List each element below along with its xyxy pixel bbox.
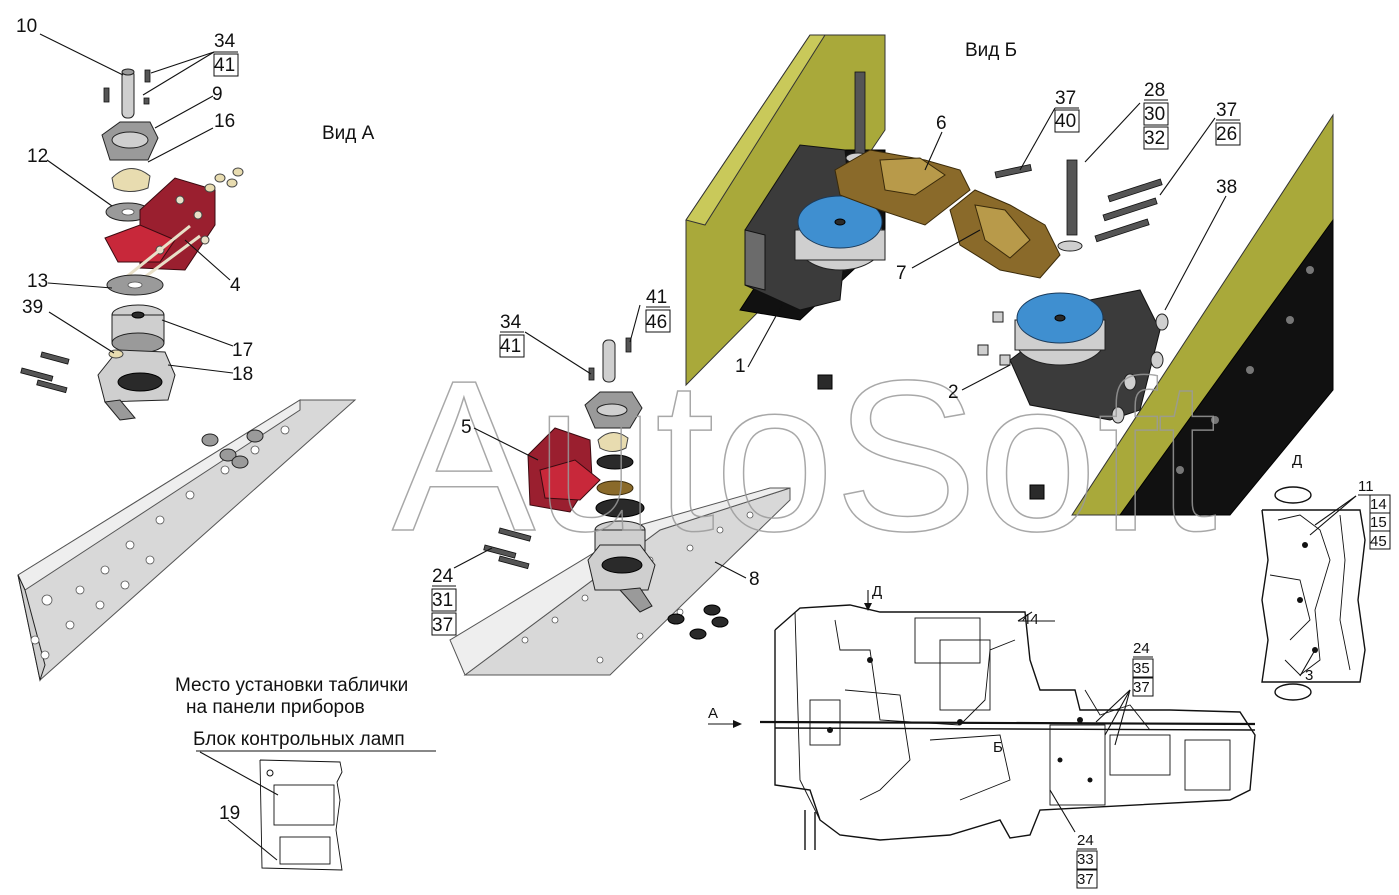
view-a-title: Вид А [322,123,375,144]
indicator-panel [259,759,343,871]
callout-frames [213,51,1391,889]
callout-24-b: 24 [1133,640,1150,657]
callout-31: 31 [432,590,453,611]
labels: Вид А Вид Б Д А Д Б 10 34 41 9 16 12 4 1… [16,16,1387,888]
callout-24-a: 24 [432,566,454,587]
callout-19: 19 [219,803,240,824]
watermark-text: AutoSoft [392,335,1217,576]
center-assembly [449,337,791,676]
callout-28: 28 [1144,80,1165,101]
callout-14: 14 [1370,496,1387,513]
callout-38: 38 [1216,177,1237,198]
callout-17: 17 [232,340,253,361]
callout-45: 45 [1370,533,1387,550]
callout-8: 8 [749,569,760,590]
callout-41-a: 41 [214,55,235,76]
callout-37-d: 37 [1133,679,1150,696]
callout-37-e: 37 [1077,871,1094,888]
callout-46: 46 [646,312,667,333]
leader-lines [39,33,1357,861]
callout-16: 16 [214,111,235,132]
callout-11: 11 [1358,478,1374,495]
view-d-title: Д [1292,452,1302,469]
callout-1: 1 [735,356,746,377]
callout-37-b: 37 [1216,100,1237,121]
view-d-detail [1261,486,1366,701]
callout-30: 30 [1144,104,1165,125]
mark-b-label: Б [993,739,1003,756]
callout-34-a: 34 [214,31,236,52]
callout-3: 3 [1305,667,1313,684]
arrow-d-label: Д [872,583,882,600]
tractor-plan-view [759,604,1256,850]
callout-4: 4 [230,275,241,296]
callout-41-c: 41 [646,287,667,308]
callout-37-c: 37 [432,615,453,636]
callout-9: 9 [212,84,223,105]
callout-26: 26 [1216,124,1237,145]
arrow-a-label: А [708,705,718,722]
callout-12: 12 [27,146,48,167]
panel-caption-line1: Место установки таблички [175,675,408,696]
callout-33: 33 [1077,851,1094,868]
callout-32: 32 [1144,128,1165,149]
callout-35: 35 [1133,660,1150,677]
callout-37-a: 37 [1055,88,1076,109]
view-a-assembly [17,68,357,682]
view-b-assembly [685,34,1334,516]
callout-15: 15 [1370,514,1387,531]
callout-10: 10 [16,16,37,37]
callout-39: 39 [22,297,43,318]
panel-caption-line2: на панели приборов [186,697,365,718]
callout-18: 18 [232,364,253,385]
callout-5: 5 [461,417,472,438]
callout-41-b: 41 [500,336,521,357]
callout-44: 44 [1022,611,1039,628]
callout-2: 2 [948,382,959,403]
view-b-title: Вид Б [965,40,1017,61]
callout-40: 40 [1055,111,1076,132]
callout-13: 13 [27,271,48,292]
callout-34-b: 34 [500,312,522,333]
callout-7: 7 [896,263,907,284]
panel-title: Блок контрольных ламп [193,729,405,750]
callout-6: 6 [936,113,947,134]
callout-24-c: 24 [1077,832,1094,849]
